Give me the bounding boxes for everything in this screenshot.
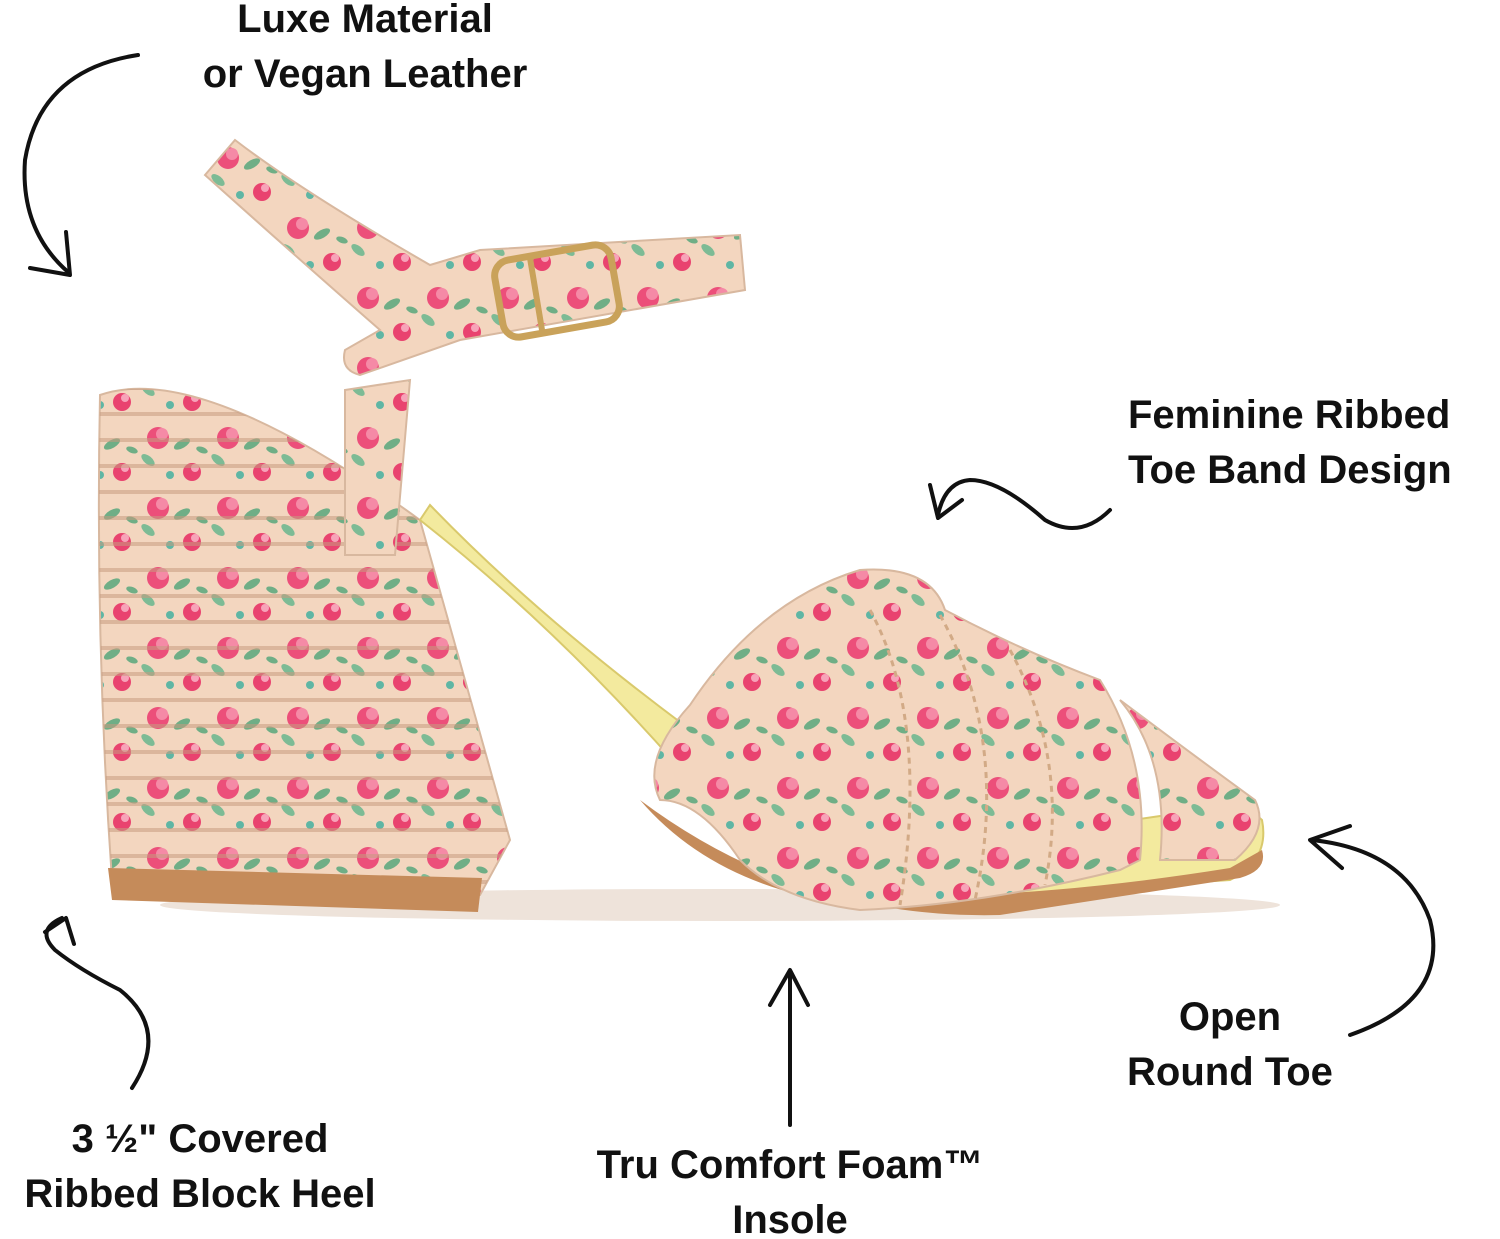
callout-insole: Tru Comfort Foam™ Insole [560,1138,1020,1239]
ankle-strap [203,138,747,377]
buckle [491,241,623,341]
callout-toe-band-line2: Toe Band Design [1128,448,1452,492]
toe-band [653,568,1261,912]
callout-heel: 3 ½" Covered Ribbed Block Heel [0,1112,400,1222]
callout-material-line2: or Vegan Leather [202,52,528,96]
block-heel [97,387,512,912]
arrow-toe-icon [1308,824,1436,1037]
callout-heel-line1: 3 ½" Covered [71,1117,329,1161]
arrow-heel-icon [43,916,151,1090]
arrow-toe-band-icon [928,478,1112,530]
callout-insole-line2: Insole [732,1198,848,1239]
arrow-insole-icon [768,968,810,1127]
callout-material: Luxe Material or Vegan Leather [180,0,550,102]
heel-strap [344,378,412,556]
callout-material-line1: Luxe Material [237,0,493,41]
arrow-material-icon [22,53,140,277]
callout-toe-band-line1: Feminine Ribbed [1128,393,1451,437]
callout-insole-line1: Tru Comfort Foam™ [596,1143,984,1187]
callout-toe-line2: Round Toe [1127,1050,1333,1094]
callout-toe: Open Round Toe [1100,990,1360,1100]
callout-heel-line2: Ribbed Block Heel [24,1172,376,1216]
callout-toe-line1: Open [1178,995,1282,1039]
callout-toe-band: Feminine Ribbed Toe Band Design [1128,388,1500,498]
